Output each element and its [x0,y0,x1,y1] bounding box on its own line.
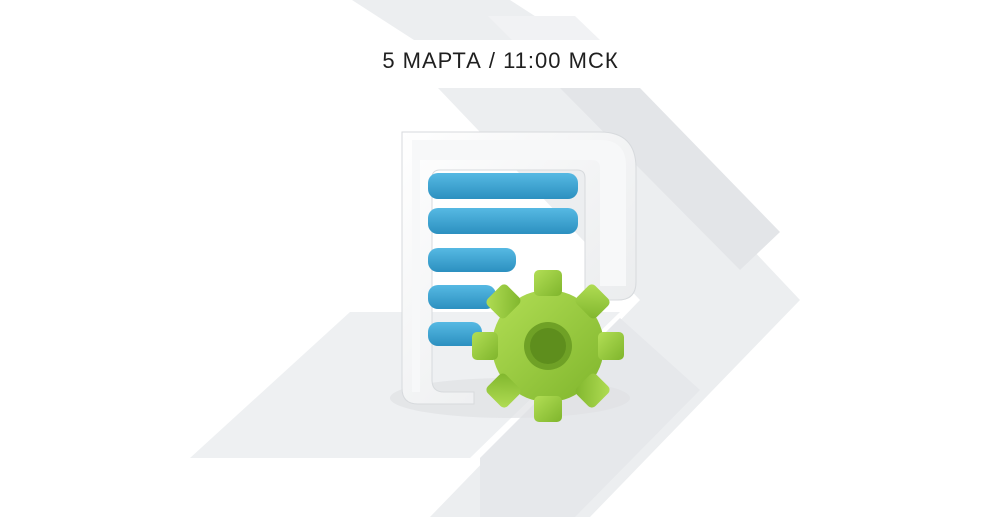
event-date-time: 5 МАРТА / 11:00 МСК [382,48,619,73]
document-lines-icon [428,173,578,346]
gear-icon [472,270,624,422]
